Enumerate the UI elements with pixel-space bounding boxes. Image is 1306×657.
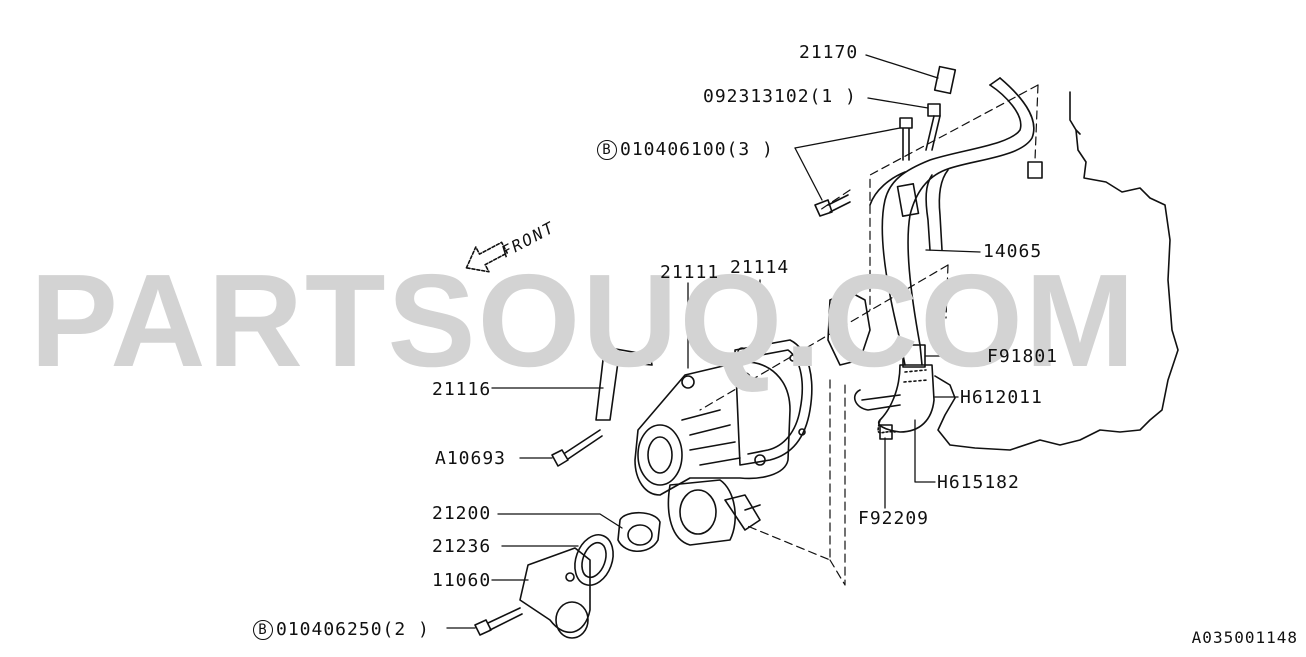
part-label-21114[interactable]: 21114 bbox=[730, 257, 790, 278]
engine-block-tick bbox=[1075, 129, 1081, 135]
bolt-a10693 bbox=[551, 429, 603, 467]
clip-stem bbox=[925, 115, 941, 151]
clip-092313102 bbox=[927, 103, 941, 117]
dashed-guide-lines bbox=[699, 84, 1039, 586]
part-label-092313102[interactable]: 092313102(1 ) bbox=[703, 86, 857, 107]
front-arrow bbox=[465, 241, 509, 273]
part-label-21116[interactable]: 21116 bbox=[432, 379, 492, 400]
watermark: PARTSOUQ.COM bbox=[30, 247, 1137, 394]
water-pipe-14065 bbox=[869, 77, 1035, 366]
thermostat-21200 bbox=[617, 511, 661, 553]
part-label-21111[interactable]: 21111 bbox=[660, 262, 720, 283]
part-label-f92209[interactable]: F92209 bbox=[858, 508, 930, 529]
bolt-010406250 bbox=[474, 607, 523, 636]
gasket-21114 bbox=[734, 339, 813, 466]
leader-lines bbox=[446, 54, 986, 629]
water-pump-21111 bbox=[634, 361, 791, 496]
reference-code: A035001148 bbox=[1191, 628, 1298, 647]
hose-clamp-f92209 bbox=[879, 424, 893, 440]
bypass-pipe bbox=[724, 494, 761, 531]
bolt-b-icon: B bbox=[253, 620, 273, 640]
cover-11060 bbox=[519, 547, 591, 634]
part-label-a10693[interactable]: A10693 bbox=[435, 448, 507, 469]
part-label-21170[interactable]: 21170 bbox=[799, 42, 859, 63]
part-label-f91801[interactable]: F91801 bbox=[987, 346, 1059, 367]
block-gasket bbox=[827, 291, 871, 366]
part-number-010406100: 010406100(3 ) bbox=[620, 139, 774, 160]
gasket-21236 bbox=[574, 534, 614, 586]
bracket-21116 bbox=[595, 347, 653, 421]
pipe-bracket bbox=[896, 183, 920, 217]
part-label-14065[interactable]: 14065 bbox=[983, 241, 1043, 262]
bolt-left bbox=[814, 194, 851, 217]
part-number-010406250: 010406250(2 ) bbox=[276, 619, 430, 640]
part-label-h612011[interactable]: H612011 bbox=[960, 387, 1043, 408]
part-label-h615182[interactable]: H615182 bbox=[937, 472, 1020, 493]
part-label-21236[interactable]: 21236 bbox=[432, 536, 492, 557]
outlet-pipe bbox=[853, 389, 901, 411]
part-label-11060[interactable]: 11060 bbox=[432, 570, 492, 591]
thermostat-housing bbox=[667, 479, 736, 546]
part-label-21200[interactable]: 21200 bbox=[432, 503, 492, 524]
bolt-top bbox=[899, 117, 913, 161]
bolt-b-icon: B bbox=[597, 140, 617, 160]
nut-right bbox=[1027, 161, 1043, 179]
cap-21170 bbox=[933, 65, 957, 95]
engine-block-outline bbox=[934, 91, 1179, 451]
